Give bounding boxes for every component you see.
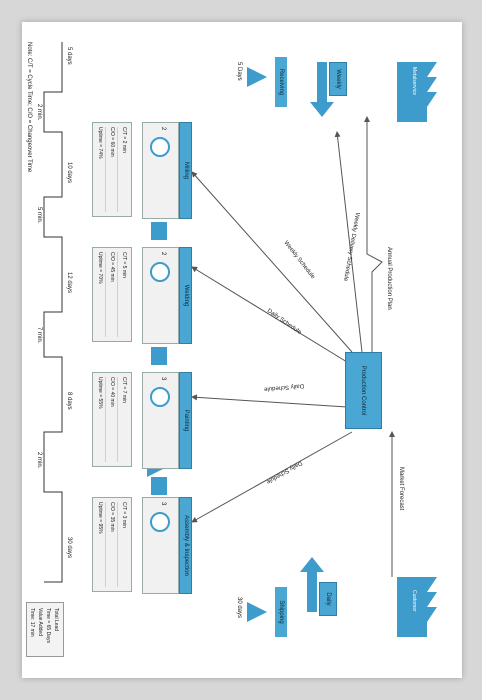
operator-icon — [150, 387, 170, 407]
wait-time-5: 30 days — [66, 537, 72, 559]
process-time-3: 7 min. — [36, 327, 42, 344]
daily-schedule-line-2 — [191, 394, 348, 408]
customer-factory-icon — [397, 577, 437, 637]
production-control-box: Production Control — [345, 352, 382, 429]
value-stream-map: Metalservice Customer Production Control… — [22, 22, 462, 678]
process-time-4: 2 min. — [36, 452, 42, 469]
timeline-line — [43, 42, 63, 583]
truck-in: Weekly — [329, 62, 347, 96]
wait-time-4: 8 days — [66, 392, 72, 410]
daily-schedule-line-3 — [191, 431, 353, 523]
wait-time-2: 10 days — [66, 162, 72, 184]
process-header: Painting — [179, 372, 192, 469]
document-sheet: Metalservice Customer Production Control… — [22, 22, 462, 678]
weekly-schedule-line — [191, 171, 353, 353]
footnote: Note: C/T = Cycle Time; C/O = Changeover… — [26, 42, 32, 173]
operator-count: 2 — [160, 252, 166, 256]
operator-icon — [150, 512, 170, 532]
push-arrows — [151, 222, 167, 495]
customer-shipment-arrow — [300, 557, 324, 612]
weekly-delivery-line — [334, 131, 363, 353]
annual-plan-label: Annual Production Plan — [386, 247, 392, 310]
process-time-1: 2 min. — [36, 104, 42, 121]
process-header: Assembly & Inspection — [179, 497, 192, 594]
annual-plan-line — [364, 116, 383, 352]
supplier-label: Metalservice — [411, 67, 417, 96]
operator-count: 3 — [160, 502, 166, 506]
market-forecast-label: Market Forecast — [398, 467, 404, 511]
supplier-shipment-arrow — [310, 62, 334, 117]
truck-out: Daily — [319, 582, 337, 616]
operator-count: 2 — [160, 127, 166, 131]
process-header: Welding — [179, 247, 192, 344]
process-time-2: 5 min. — [36, 207, 42, 224]
shipping-box: Shipping — [275, 587, 287, 637]
shipping-inventory: 30 days — [236, 597, 242, 619]
operator-count: 3 — [160, 377, 166, 381]
operator-icon — [150, 262, 170, 282]
flow-lines — [43, 42, 395, 622]
receiving-box: Receiving — [275, 57, 287, 107]
daily-schedule-line-1 — [191, 266, 348, 363]
operator-icon — [150, 137, 170, 157]
customer-label: Customer — [411, 590, 417, 612]
receiving-inventory: 5 Days — [236, 62, 242, 81]
process-header: Milling — [179, 122, 192, 219]
supplier-factory-icon — [397, 62, 437, 122]
wait-time-3: 12 days — [66, 272, 72, 294]
wait-time-1: 5 days — [66, 47, 72, 65]
